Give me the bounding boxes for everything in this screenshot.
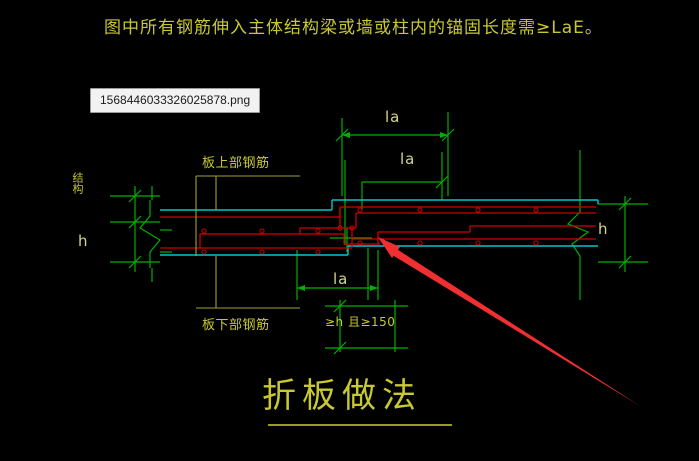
slab-outline (160, 199, 599, 256)
label-slab-top-rebar: 板上部钢筋 (202, 156, 270, 171)
rebar-lines (160, 206, 596, 249)
label-vertical-structure: 结构 (71, 172, 84, 194)
label-thickness-right: h (598, 220, 609, 238)
label-dim-la-mid: la (400, 150, 416, 168)
drawing-caption: 折板做法 (262, 376, 422, 416)
label-dim-la-bottom: la (333, 270, 349, 288)
label-thickness-left: h (78, 232, 89, 250)
rebar-section-dots (201, 207, 539, 255)
label-slab-bottom-rebar: 板下部钢筋 (202, 318, 270, 333)
caption-underline (268, 424, 452, 426)
dimension-lines (110, 112, 648, 355)
label-min-dimension-note: ≥h 且≥150 (325, 315, 396, 329)
red-arrow-pointer (378, 237, 640, 406)
file-name-tooltip: 1568446033326025878.png (90, 88, 261, 113)
label-dim-la-top: la (385, 108, 401, 126)
drawing-note-title: 图中所有钢筋伸入主体结构梁或墙或柱内的锚固长度需≥LaE。 (104, 18, 603, 38)
leader-lines (195, 175, 300, 309)
